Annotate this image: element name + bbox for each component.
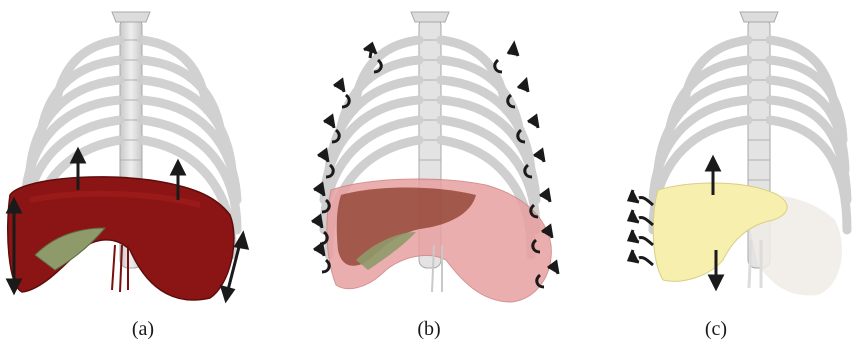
caption-a: (a) bbox=[0, 318, 286, 341]
ribcage-liver-illustration-c bbox=[573, 0, 859, 320]
ribcage-liver-illustration-a bbox=[0, 0, 286, 320]
panel-a: (a) bbox=[0, 0, 286, 350]
panel-c: (c) bbox=[573, 0, 859, 350]
ribcage-liver-illustration-b bbox=[286, 0, 572, 320]
liver-shape bbox=[8, 177, 234, 300]
panel-b: (b) bbox=[286, 0, 572, 350]
caption-c: (c) bbox=[573, 318, 859, 341]
caption-b: (b) bbox=[286, 318, 572, 341]
